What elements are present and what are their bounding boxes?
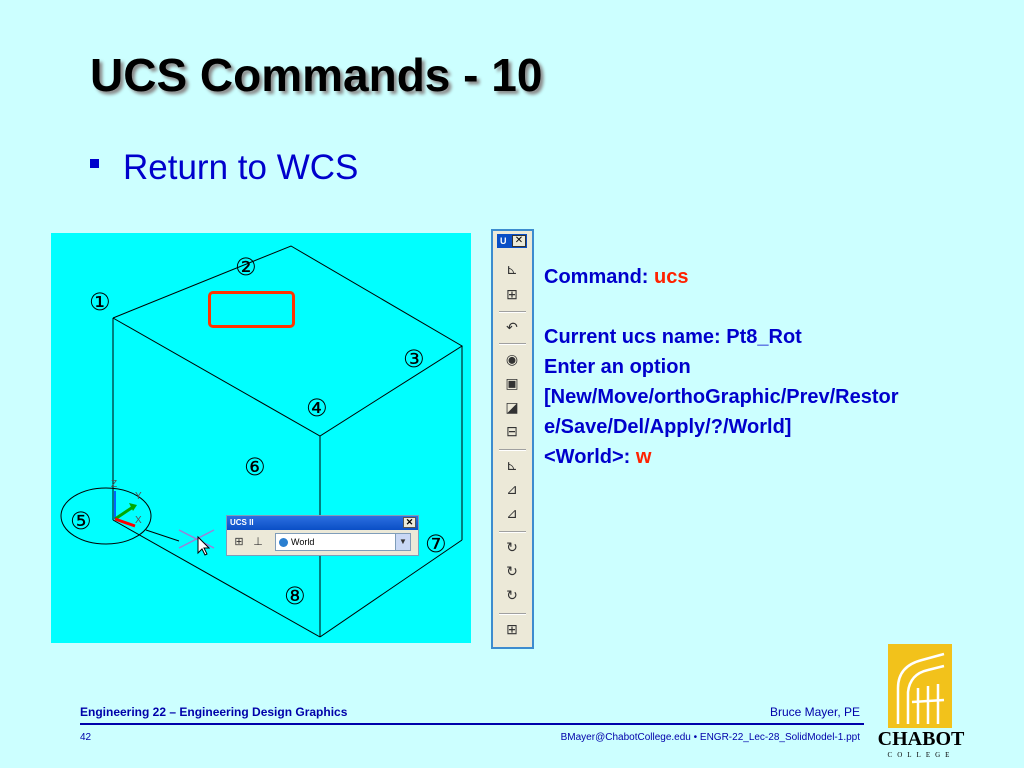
footer-course: Engineering 22 – Engineering Design Grap… — [80, 705, 348, 719]
command-line-4: e/Save/Del/Apply/?/World] — [544, 416, 792, 438]
ucs-toolbar[interactable]: U ✕ ⊾ ⊞ ↶ ◉ ▣ ◪ ⊟ ⊾ ⊿ ⊿ ↻ ↻ ↻ ⊞ — [491, 229, 534, 649]
face-ucs-icon[interactable]: ◪ — [505, 399, 519, 415]
ucs-toolbar-title: U — [500, 236, 507, 246]
globe-icon — [279, 537, 288, 547]
z-axis-vector-ucs-icon[interactable]: ⊿ — [506, 481, 518, 497]
ucs-icon-circle — [60, 487, 152, 545]
command-line-3: [New/Move/orthoGraphic/Prev/Restor — [544, 386, 899, 408]
logo-name: CHABOT — [877, 728, 965, 750]
command-input-w: w — [635, 446, 652, 468]
command-line-2: Enter an option — [544, 356, 691, 378]
box-top-edge — [112, 245, 463, 437]
y-axis-rotate-ucs-icon[interactable]: ↻ — [506, 563, 518, 579]
axis-label-x: X — [135, 515, 142, 526]
leader-line — [145, 529, 180, 542]
marker-6: ⑥ — [244, 453, 266, 481]
slide-title: UCS Commands - 10 — [90, 49, 543, 101]
chevron-down-icon[interactable]: ▼ — [395, 534, 410, 550]
command-final-line: <World>: w — [544, 442, 1004, 472]
object-ucs-icon[interactable]: ▣ — [505, 375, 519, 391]
view-ucs-icon[interactable]: ⊟ — [506, 423, 518, 439]
marker-2: ② — [235, 253, 257, 281]
bullet-text: Return to WCS — [123, 148, 359, 187]
ucs-ii-title: UCS II — [230, 518, 254, 527]
logo-subtitle: COLLEGE — [887, 751, 955, 759]
ucs-ii-titlebar[interactable]: UCS II ✕ — [227, 516, 418, 530]
ucs-manager-icon[interactable]: ⊥ — [253, 536, 263, 548]
command-line-transcript: Command: ucs Current ucs name: Pt8_Rot E… — [544, 262, 1004, 472]
named-ucs-icon[interactable]: ⊞ — [234, 536, 244, 548]
bullet-item: Return to WCS — [90, 148, 358, 188]
marker-4: ④ — [306, 394, 328, 422]
x-axis-rotate-ucs-icon[interactable]: ↻ — [506, 539, 518, 555]
axis-label-y: Y — [135, 491, 142, 502]
slide-number: 42 — [80, 732, 92, 743]
display-ucs-dialog-icon[interactable]: ⊞ — [506, 286, 518, 302]
command-input-ucs: ucs — [654, 266, 689, 288]
axis-label-z: Z — [111, 479, 117, 490]
ucs-toolbar-close-button[interactable]: ✕ — [512, 235, 526, 247]
marker-8: ⑧ — [284, 582, 306, 610]
ucs-icon[interactable]: ⊾ — [506, 261, 518, 277]
ucs-selected-value: World — [291, 537, 315, 547]
cad-viewport[interactable]: Z Y X ① ② ③ ④ ⑤ ⑥ ⑦ ⑧ UCS II ✕ ⊞ ⊥ World… — [51, 233, 471, 643]
command-prompt-line: Command: ucs — [544, 262, 1004, 292]
ucs-ii-close-button[interactable]: ✕ — [403, 517, 416, 528]
footer-file: BMayer@ChabotCollege.edu • ENGR-22_Lec-2… — [560, 732, 860, 743]
command-line-1: Current ucs name: Pt8_Rot — [544, 326, 802, 348]
marker-7: ⑦ — [425, 530, 447, 558]
apply-ucs-icon[interactable]: ⊞ — [506, 621, 518, 637]
marker-5: ⑤ — [70, 507, 92, 535]
three-point-ucs-icon[interactable]: ⊿ — [506, 505, 518, 521]
chabot-college-logo: CHABOT COLLEGE — [876, 644, 966, 762]
bullet-square-icon — [90, 159, 99, 169]
ucs-toolbar-titlebar[interactable]: U ✕ — [497, 234, 527, 248]
marker-1: ① — [89, 288, 111, 316]
footer-divider — [80, 723, 864, 725]
box-bottom-left-edge — [112, 519, 321, 638]
z-axis-rotate-ucs-icon[interactable]: ↻ — [506, 587, 518, 603]
footer-author: Bruce Mayer, PE — [769, 705, 860, 719]
world-selection-highlight — [208, 291, 295, 328]
world-ucs-icon[interactable]: ◉ — [505, 351, 519, 367]
mouse-pointer-icon — [197, 535, 211, 556]
ucs-axis-icon — [114, 491, 137, 528]
marker-3: ③ — [403, 345, 425, 373]
origin-ucs-icon[interactable]: ⊾ — [506, 457, 518, 473]
crosshair-cursor-icon — [178, 529, 215, 549]
ucs-ii-toolbar[interactable]: UCS II ✕ ⊞ ⊥ World ▼ — [226, 515, 419, 556]
logo-building-icon — [888, 644, 952, 728]
ucs-name-dropdown[interactable]: World ▼ — [275, 533, 411, 551]
ucs-previous-icon[interactable]: ↶ — [506, 319, 518, 335]
world-prompt-label: <World>: — [544, 446, 631, 468]
command-label: Command: — [544, 266, 649, 288]
box-bottom-right-edge — [319, 539, 463, 638]
